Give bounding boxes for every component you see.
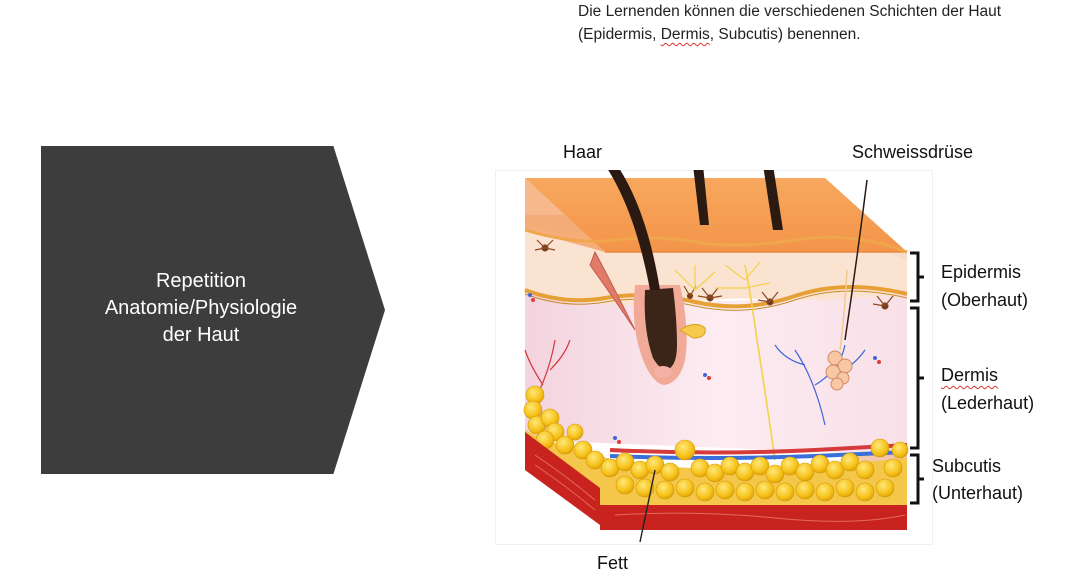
label-dermis-text: Dermis [941, 365, 998, 385]
label-epidermis-de: (Oberhaut) [941, 290, 1029, 310]
title-arrow-text: Repetition Anatomie/Physiologie der Haut [41, 268, 361, 349]
label-hair: Haar [563, 142, 603, 162]
label-dermis: Dermis [941, 365, 998, 386]
objective-suffix: , Subcutis) benennen. [709, 26, 861, 43]
label-epidermis: Epidermis [941, 262, 1022, 282]
skin-cross-section-illustration [495, 170, 933, 545]
dermis-bracket [910, 306, 924, 450]
objective-prefix: (Epidermis, [578, 26, 661, 43]
objective-line-2: (Epidermis, Dermis, Subcutis) benennen. [578, 23, 1078, 46]
label-subcutis: Subcutis [932, 456, 1002, 476]
learning-objective: Die Lernenden können die verschiedenen S… [578, 0, 1078, 46]
label-dermis-de: (Lederhaut) [941, 393, 1035, 413]
subcutis-bracket [910, 453, 924, 505]
arrow-line-2: Anatomie/Physiologie [104, 297, 298, 319]
layer-brackets [910, 251, 924, 505]
title-arrow-shape [41, 146, 385, 474]
epidermis-bracket [910, 251, 924, 303]
label-sweat-gland: Schweissdrüse [852, 142, 974, 162]
label-subcutis-de: (Unterhaut) [932, 483, 1024, 503]
objective-dermis-word: Dermis [660, 26, 710, 43]
label-fat: Fett [597, 553, 629, 573]
objective-line-1: Die Lernenden können die verschiedenen S… [578, 3, 1002, 20]
arrow-line-3: der Haut [162, 324, 240, 346]
arrow-line-1: Repetition [155, 270, 247, 292]
